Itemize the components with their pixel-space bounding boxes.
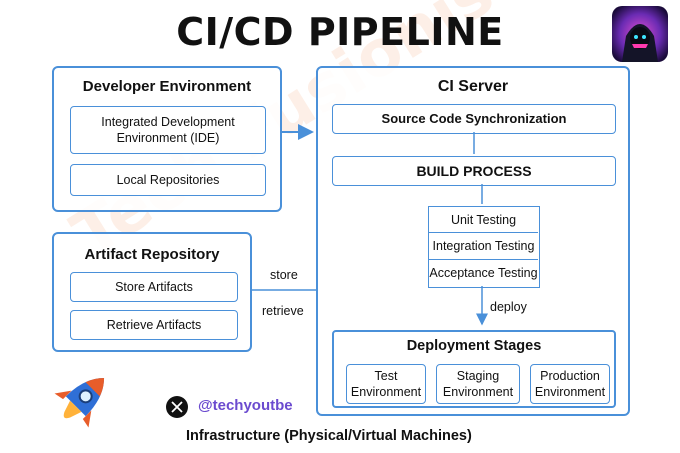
retrieve-label: retrieve	[262, 304, 304, 318]
deploy-label: deploy	[490, 300, 527, 314]
deployment-stages-title: Deployment Stages	[406, 338, 542, 354]
store-artifacts-box: Store Artifacts	[70, 272, 238, 302]
social-handle-link[interactable]: @techyoutbe	[198, 397, 293, 414]
testing-stack: Unit Testing Integration Testing Accepta…	[428, 206, 540, 288]
avatar	[612, 6, 668, 62]
test-environment-box: Test Environment	[346, 364, 426, 404]
x-logo-icon[interactable]	[166, 396, 188, 418]
integration-testing-item: Integration Testing	[429, 233, 538, 260]
retrieve-artifacts-box: Retrieve Artifacts	[70, 310, 238, 340]
production-environment-box: Production Environment	[530, 364, 610, 404]
store-label: store	[270, 268, 298, 282]
unit-testing-item: Unit Testing	[429, 207, 538, 233]
source-code-sync-box: Source Code Synchronization	[332, 104, 616, 134]
page-title: CI/CD PIPELINE	[176, 10, 504, 54]
acceptance-testing-item: Acceptance Testing	[429, 266, 538, 280]
hacker-avatar-icon	[612, 6, 668, 62]
local-repositories-box: Local Repositories	[70, 164, 266, 196]
deployment-stages-panel: Deployment Stages Test Environment Stagi…	[332, 330, 616, 408]
build-process-box: BUILD PROCESS	[332, 156, 616, 186]
infrastructure-footer: Infrastructure (Physical/Virtual Machine…	[186, 428, 472, 444]
ci-server-title: CI Server	[437, 78, 509, 95]
ci-server-panel: CI Server Source Code Synchronization BU…	[316, 66, 630, 416]
developer-environment-panel: Developer Environment Integrated Develop…	[52, 66, 282, 212]
rocket-illustration	[40, 362, 120, 442]
developer-environment-title: Developer Environment	[82, 78, 252, 95]
artifact-repository-panel: Artifact Repository Store Artifacts Retr…	[52, 232, 252, 352]
rocket-icon	[54, 377, 105, 428]
ide-box: Integrated Development Environment (IDE)	[70, 106, 266, 154]
staging-environment-box: Staging Environment	[436, 364, 520, 404]
artifact-repository-title: Artifact Repository	[84, 246, 220, 263]
